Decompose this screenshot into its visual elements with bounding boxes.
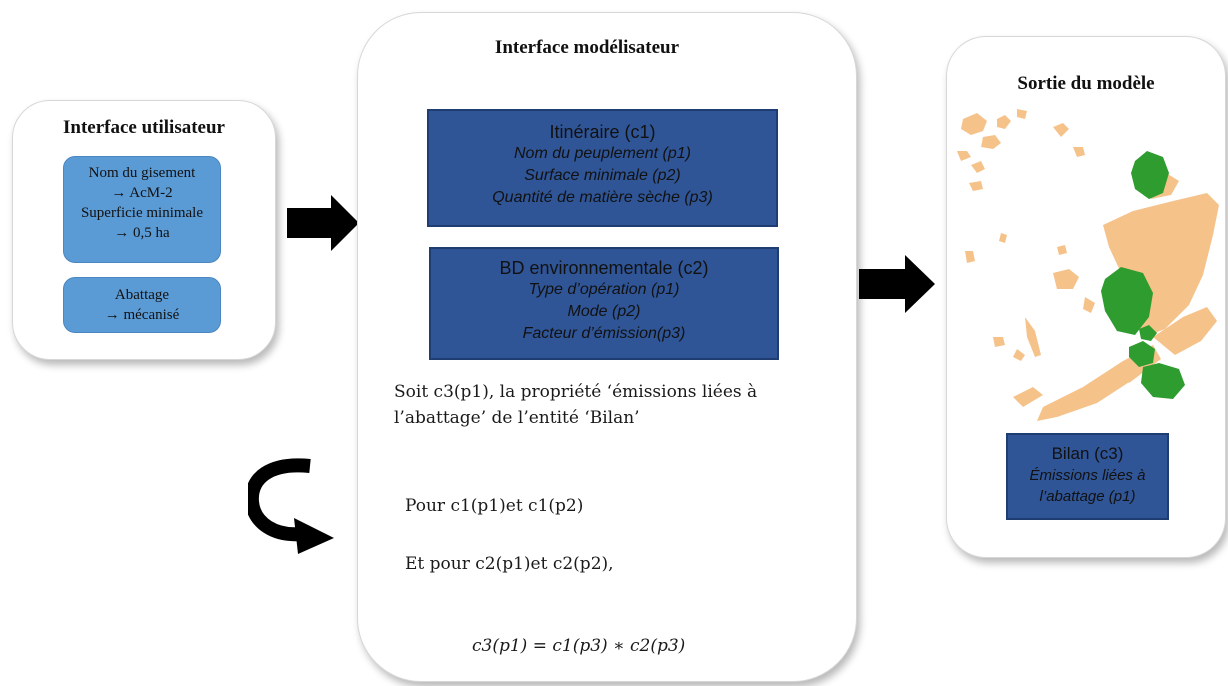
modeler-interface-title: Interface modélisateur bbox=[494, 37, 680, 58]
balance-entity-title: Bilan (c3) bbox=[1051, 444, 1124, 463]
deposit-settings-box: Nom du gisement → AcM-2 Superficie minim… bbox=[63, 156, 221, 263]
itinerary-entity-box: Itinéraire (c1) Nom du peuplement (p1) S… bbox=[427, 109, 778, 227]
modeler-interface-panel: Interface modélisateur Itinéraire (c1) N… bbox=[357, 12, 857, 682]
loop-arrow-icon bbox=[248, 458, 334, 554]
deposit-name-label: Nom du gisement bbox=[88, 165, 196, 181]
itinerary-prop-3: Quantité de matière sèche (p3) bbox=[492, 189, 713, 206]
env-db-entity-title: BD environnementale (c2) bbox=[499, 258, 709, 278]
itinerary-entity-title: Itinéraire (c1) bbox=[549, 122, 656, 142]
env-db-prop-2: Mode (p2) bbox=[567, 303, 641, 320]
felling-label: Abattage bbox=[114, 287, 170, 303]
output-map-image bbox=[957, 109, 1219, 421]
right-arrow-icon bbox=[287, 195, 359, 251]
itinerary-prop-1: Nom du peuplement (p1) bbox=[514, 145, 691, 162]
balance-prop-line-1: Émissions liées à bbox=[1029, 467, 1146, 484]
balance-prop-line-2: l’abattage (p1) bbox=[1039, 488, 1136, 505]
condition-1-text: Pour c1(p1)et c1(p2) bbox=[405, 496, 584, 516]
env-db-prop-3: Facteur d’émission(p3) bbox=[522, 325, 686, 342]
env-db-entity-box: BD environnementale (c2) Type d’opératio… bbox=[429, 247, 779, 360]
user-interface-panel: Interface utilisateur Nom du gisement → … bbox=[12, 100, 276, 360]
deposit-name-value: → AcM-2 bbox=[111, 185, 173, 201]
felling-value: → mécanisé bbox=[104, 307, 180, 323]
felling-settings-box: Abattage → mécanisé bbox=[63, 277, 221, 333]
min-area-value: → 0,5 ha bbox=[114, 225, 170, 241]
definition-text: Soit c3(p1), la propriété ‘émissions lié… bbox=[394, 382, 758, 428]
model-output-title: Sortie du modèle bbox=[1017, 73, 1155, 94]
min-area-label: Superficie minimale bbox=[80, 205, 204, 221]
condition-2-text: Et pour c2(p1)et c2(p2), bbox=[405, 554, 614, 574]
env-db-prop-1: Type d’opération (p1) bbox=[528, 281, 680, 298]
balance-entity-box: Bilan (c3) Émissions liées à l’abattage … bbox=[1006, 433, 1169, 520]
user-interface-title: Interface utilisateur bbox=[63, 117, 225, 138]
model-output-panel: Sortie du modèle bbox=[946, 36, 1226, 558]
itinerary-prop-2: Surface minimale (p2) bbox=[524, 167, 681, 184]
formula-text: c3(p1) = c1(p3) ∗ c2(p3) bbox=[472, 636, 686, 656]
right-arrow-icon bbox=[859, 255, 935, 313]
